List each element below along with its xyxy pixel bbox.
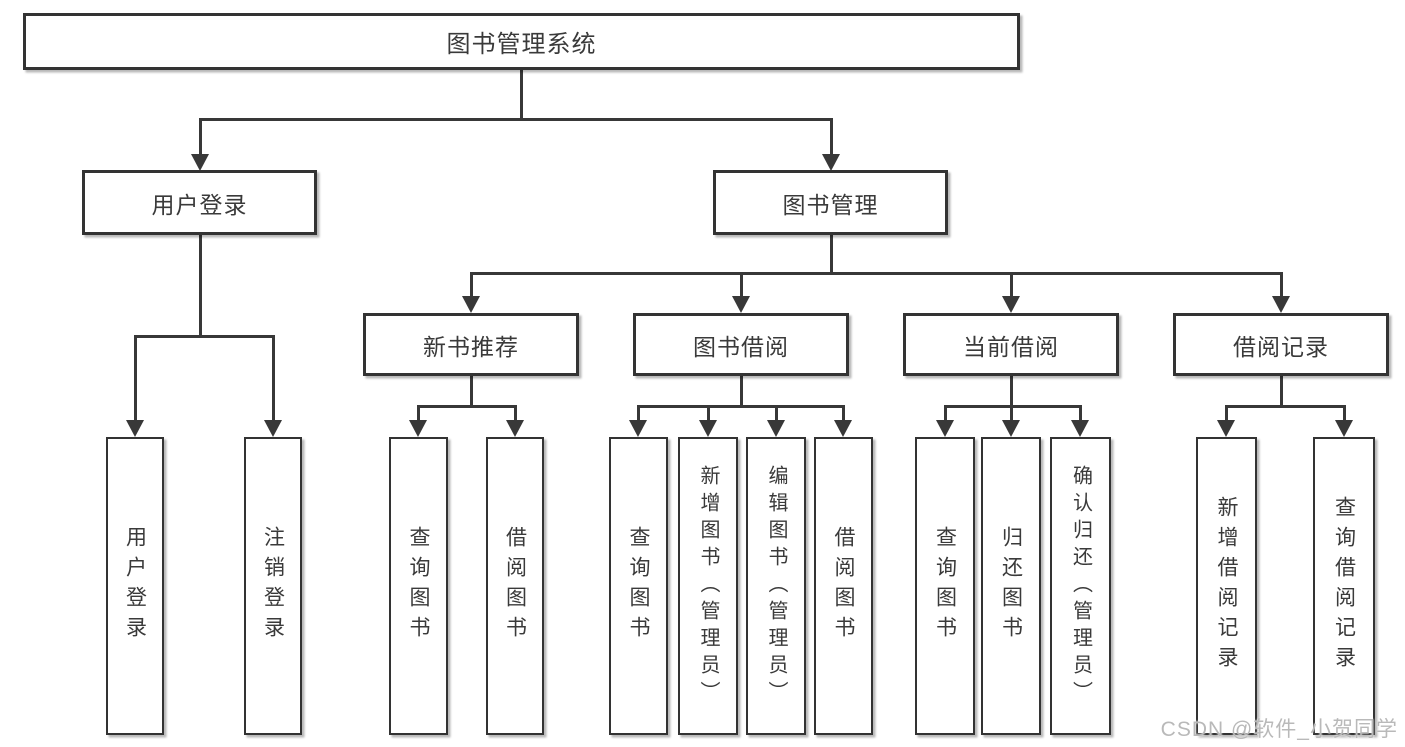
connector-vline [1279, 376, 1283, 408]
leaf-label: 新增图书（管理员） [697, 464, 719, 708]
node-label: 图书借阅 [693, 333, 789, 360]
connector-hline [636, 405, 845, 408]
leaf-label: 编辑图书（管理员） [765, 464, 787, 708]
leaf-label: 用户登录 [123, 526, 147, 646]
leaf-edit-books-admin: 编辑图书（管理员） [746, 437, 806, 735]
node-label: 图书管理系统 [446, 31, 597, 58]
leaf-label: 查询图书 [933, 526, 957, 646]
connector-hline [469, 272, 1283, 275]
leaf-user-login: 用户登录 [106, 437, 164, 735]
leaf-label: 查询借阅记录 [1332, 496, 1356, 676]
node-label: 借阅记录 [1233, 333, 1329, 360]
leaf-return-books: 归还图书 [981, 437, 1041, 735]
connector-vline [198, 235, 202, 338]
node-label: 当前借阅 [963, 333, 1059, 360]
connector-vline [829, 235, 833, 275]
connector-hline [416, 405, 517, 408]
node-label: 新书推荐 [423, 333, 519, 360]
connector-hline [198, 118, 833, 121]
connector-vline [469, 376, 473, 408]
connector-vline [271, 335, 275, 420]
leaf-borrow-books: 借阅图书 [486, 437, 544, 735]
connector-hline [133, 335, 275, 338]
connector-vline [520, 68, 523, 118]
arrowhead-down-icon [506, 420, 524, 437]
connector-vline [469, 272, 473, 298]
node-book-borrow: 图书借阅 [633, 313, 849, 376]
arrowhead-down-icon [732, 296, 750, 313]
arrowhead-down-icon [699, 420, 717, 437]
node-current-borrow: 当前借阅 [903, 313, 1119, 376]
leaf-label: 确认归还（管理员） [1069, 464, 1092, 708]
leaf-logout: 注销登录 [244, 437, 302, 735]
leaf-query-books: 查询图书 [609, 437, 668, 735]
arrowhead-down-icon [1002, 420, 1020, 437]
connector-vline [1009, 272, 1013, 298]
leaf-confirm-return-admin: 确认归还（管理员） [1050, 437, 1111, 735]
node-label: 用户登录 [151, 191, 248, 218]
connector-vline [1224, 405, 1228, 421]
leaf-add-borrow-record: 新增借阅记录 [1196, 437, 1257, 735]
arrowhead-down-icon [936, 420, 954, 437]
connector-vline [1009, 376, 1013, 408]
leaf-label: 归还图书 [999, 526, 1023, 646]
arrowhead-down-icon [1217, 420, 1235, 437]
leaf-query-books: 查询图书 [389, 437, 448, 735]
leaf-label: 查询图书 [407, 526, 430, 646]
connector-vline [1078, 405, 1082, 421]
connector-vline [1279, 272, 1283, 298]
csdn-watermark: CSDN @软件_小贺同学 [1160, 718, 1398, 741]
arrowhead-down-icon [822, 154, 840, 171]
connector-vline [1009, 405, 1013, 421]
leaf-label: 新增借阅记录 [1215, 496, 1238, 676]
arrowhead-down-icon [1002, 296, 1020, 313]
node-library-system: 图书管理系统 [23, 13, 1020, 70]
leaf-label: 注销登录 [261, 526, 285, 646]
node-label: 图书管理 [782, 191, 879, 218]
arrowhead-down-icon [767, 420, 785, 437]
connector-vline [829, 118, 833, 156]
connector-hline [943, 405, 1082, 408]
arrowhead-down-icon [1071, 420, 1089, 437]
leaf-borrow-books: 借阅图书 [814, 437, 873, 735]
leaf-query-books: 查询图书 [915, 437, 975, 735]
arrowhead-down-icon [834, 420, 852, 437]
leaf-query-borrow-record: 查询借阅记录 [1313, 437, 1375, 735]
arrowhead-down-icon [629, 420, 647, 437]
leaf-label: 借阅图书 [503, 526, 527, 646]
arrowhead-down-icon [462, 296, 480, 313]
arrowhead-down-icon [126, 420, 144, 437]
arrowhead-down-icon [191, 154, 209, 171]
node-user-login: 用户登录 [82, 170, 317, 235]
connector-vline [198, 118, 202, 156]
connector-vline [841, 405, 845, 421]
connector-vline [739, 376, 743, 408]
leaf-label: 查询图书 [627, 526, 650, 646]
connector-vline [1342, 405, 1346, 421]
leaf-add-books-admin: 新增图书（管理员） [678, 437, 738, 735]
connector-vline [133, 335, 137, 420]
node-new-book-recommend: 新书推荐 [363, 313, 579, 376]
arrowhead-down-icon [264, 420, 282, 437]
node-book-management: 图书管理 [713, 170, 948, 235]
connector-vline [739, 272, 743, 298]
connector-vline [416, 405, 420, 421]
arrowhead-down-icon [1335, 420, 1353, 437]
node-borrow-record: 借阅记录 [1173, 313, 1389, 376]
leaf-label: 借阅图书 [832, 526, 855, 646]
connector-hline [1224, 405, 1346, 408]
arrowhead-down-icon [409, 420, 427, 437]
connector-vline [636, 405, 640, 421]
connector-vline [513, 405, 517, 421]
arrowhead-down-icon [1272, 296, 1290, 313]
connector-vline [774, 405, 778, 421]
connector-vline [706, 405, 710, 421]
connector-vline [943, 405, 947, 421]
